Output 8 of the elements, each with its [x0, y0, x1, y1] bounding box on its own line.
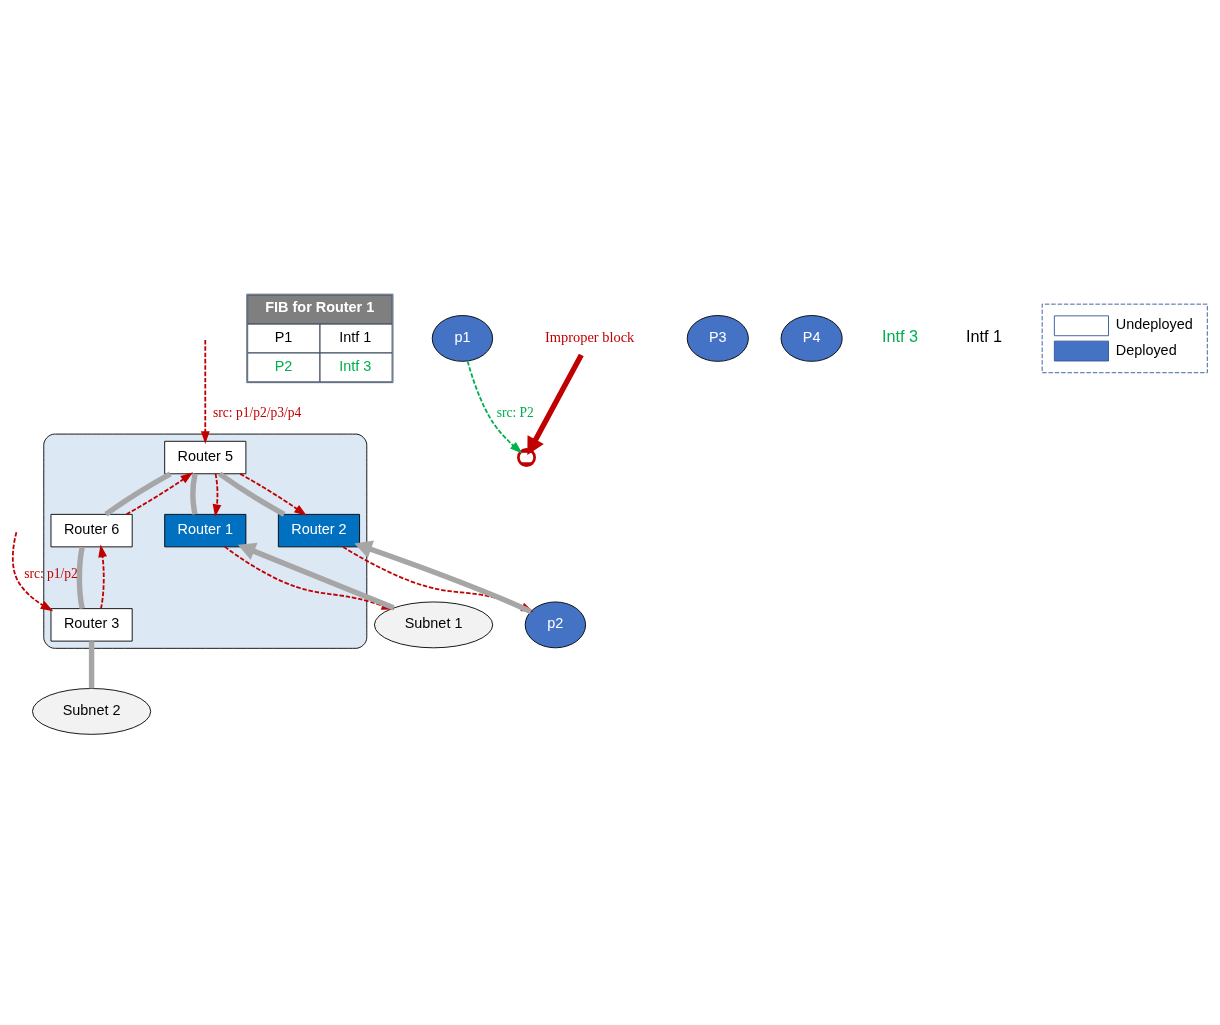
- legend-label: Undeployed: [1115, 316, 1193, 333]
- edge-label: src: P2: [496, 404, 534, 420]
- label: Intf 1: [965, 327, 1003, 346]
- legend-label: Deployed: [1115, 341, 1177, 358]
- edge-label: src: p1/p2: [24, 565, 78, 581]
- node-text: Improper block: [545, 328, 635, 345]
- label: Intf 3: [882, 327, 919, 346]
- edge-label: src: p1/p2/p3/p4: [213, 404, 302, 420]
